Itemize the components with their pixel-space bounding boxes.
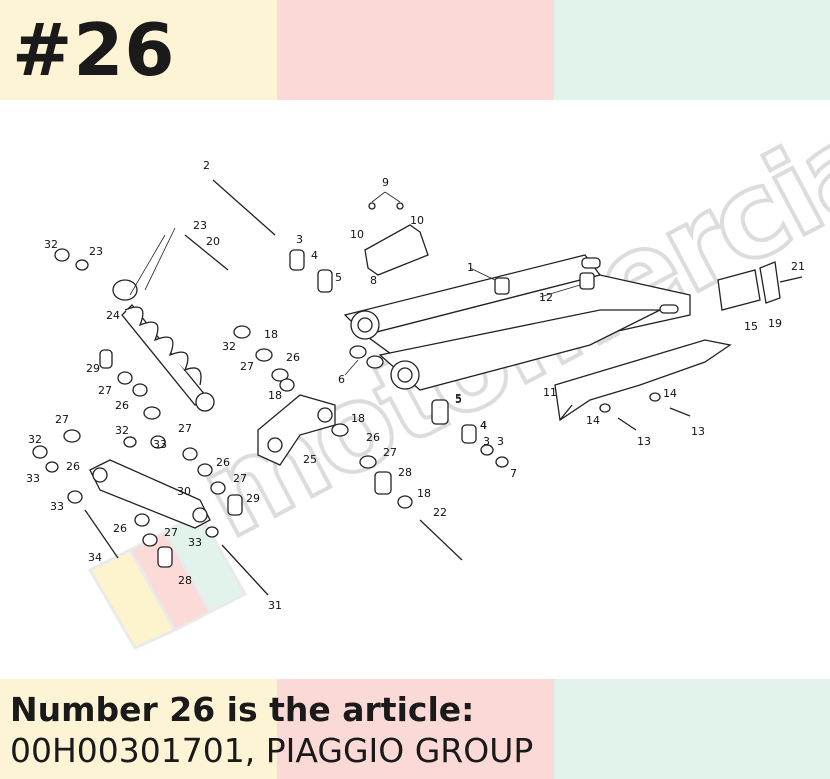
callout: 13 <box>691 425 705 438</box>
callout: 32 <box>44 238 58 251</box>
callout: 18 <box>351 412 365 425</box>
callout: 27 <box>233 472 247 485</box>
callout: 18 <box>264 328 278 341</box>
callout: 18 <box>417 487 431 500</box>
shock-absorber <box>112 279 215 412</box>
callout: 18 <box>268 389 282 402</box>
callout: 27 <box>164 526 178 539</box>
callout: 5 <box>455 393 462 406</box>
callout: 26 <box>366 431 380 444</box>
callout: 5 <box>335 271 342 284</box>
callout: 28 <box>398 466 412 479</box>
callout: 33 <box>153 438 167 451</box>
callout: 3 <box>497 435 504 448</box>
callout: 2 <box>203 159 210 172</box>
callout: 14 <box>663 387 677 400</box>
callout: 4 <box>480 419 487 432</box>
callout: 14 <box>586 414 600 427</box>
callout: 24 <box>106 309 120 322</box>
callout: 7 <box>510 467 517 480</box>
callout: 34 <box>88 551 102 564</box>
callout: 27 <box>55 413 69 426</box>
callout: 32 <box>28 433 42 446</box>
callout: 32 <box>115 424 129 437</box>
callout: 29 <box>86 362 100 375</box>
callout: 4 <box>480 419 487 432</box>
callout: 26 <box>286 351 300 364</box>
callout: 25 <box>303 453 317 466</box>
bushings-and-washers <box>32 191 661 568</box>
callout: 26 <box>66 460 80 473</box>
callout: 6 <box>338 373 345 386</box>
callout: 23 <box>89 245 103 258</box>
callout: 19 <box>768 317 782 330</box>
callout: 22 <box>433 506 447 519</box>
callout: 5 <box>455 392 462 405</box>
callout: 10 <box>410 214 424 227</box>
article-number: 00H00301701, PIAGGIO GROUP <box>10 731 534 770</box>
callout: 9 <box>382 176 389 189</box>
band-green <box>554 0 830 100</box>
callout: 26 <box>115 399 129 412</box>
article-caption: Number 26 is the article: <box>10 690 475 729</box>
band-green <box>554 679 830 779</box>
footpeg-parts <box>717 261 803 311</box>
callout: 31 <box>268 599 282 612</box>
callout-labels: 2 3 4 5 1 9 10 10 8 23 20 32 23 24 3 4 5… <box>26 159 805 612</box>
callout: 3 <box>483 435 490 448</box>
callout: 20 <box>206 235 220 248</box>
callout: 26 <box>113 522 127 535</box>
exploded-parts-diagram: motomercia <box>26 100 830 650</box>
callout: 33 <box>50 500 64 513</box>
callout: 33 <box>26 472 40 485</box>
callout: 21 <box>791 260 805 273</box>
leader-lines <box>129 227 581 376</box>
band-pink <box>277 679 554 779</box>
callout: 12 <box>539 291 553 304</box>
bottom-color-band <box>0 679 830 779</box>
band-yellow <box>0 0 277 100</box>
callout: 27 <box>240 360 254 373</box>
callout: 13 <box>637 435 651 448</box>
callout: 27 <box>98 384 112 397</box>
top-color-band <box>0 0 830 100</box>
callout: 10 <box>350 228 364 241</box>
callout: 29 <box>246 492 260 505</box>
callout: 32 <box>222 340 236 353</box>
callout: 30 <box>177 485 191 498</box>
band-yellow <box>0 679 277 779</box>
chain-slider <box>364 224 429 276</box>
callout: 23 <box>193 219 207 232</box>
bolts <box>84 179 691 596</box>
band-pink <box>277 0 554 100</box>
swingarm <box>343 254 691 391</box>
chain-guard <box>554 339 732 422</box>
linkage-arms <box>89 394 336 529</box>
callout: 28 <box>178 574 192 587</box>
callout: 3 <box>296 233 303 246</box>
callout: 11 <box>543 386 557 399</box>
callout: 4 <box>311 249 318 262</box>
callout: 27 <box>178 422 192 435</box>
callout: 27 <box>383 446 397 459</box>
callout: 15 <box>744 320 758 333</box>
callout: 26 <box>216 456 230 469</box>
callout: 8 <box>370 274 377 287</box>
callout: 33 <box>188 536 202 549</box>
part-number-heading: #26 <box>12 8 176 92</box>
callout: 1 <box>467 261 474 274</box>
